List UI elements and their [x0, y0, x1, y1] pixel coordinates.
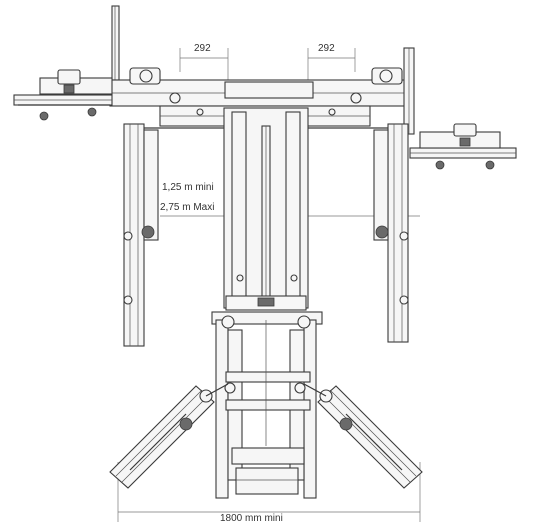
- dimension-label-top-left: 292: [194, 43, 211, 54]
- top-mast: [111, 5, 120, 81]
- dimension-label-height-min: 1,25 m mini: [162, 182, 214, 193]
- left-top-cutter: [13, 69, 113, 121]
- dimension-label-height-max: 2,75 m Maxi: [160, 202, 215, 213]
- dimension-label-top-right: 292: [318, 43, 335, 54]
- top-beam: [109, 67, 411, 127]
- central-mast: [223, 107, 309, 311]
- right-top-cutter: [403, 47, 517, 170]
- left-angled-bar: [109, 383, 229, 489]
- right-vertical-bar: [308, 123, 409, 343]
- lower-frame: [211, 311, 323, 499]
- dimension-label-bottom-width: 1800 mm mini: [220, 513, 283, 524]
- left-vertical-bar: [123, 123, 228, 347]
- right-angled-bar: [303, 383, 423, 489]
